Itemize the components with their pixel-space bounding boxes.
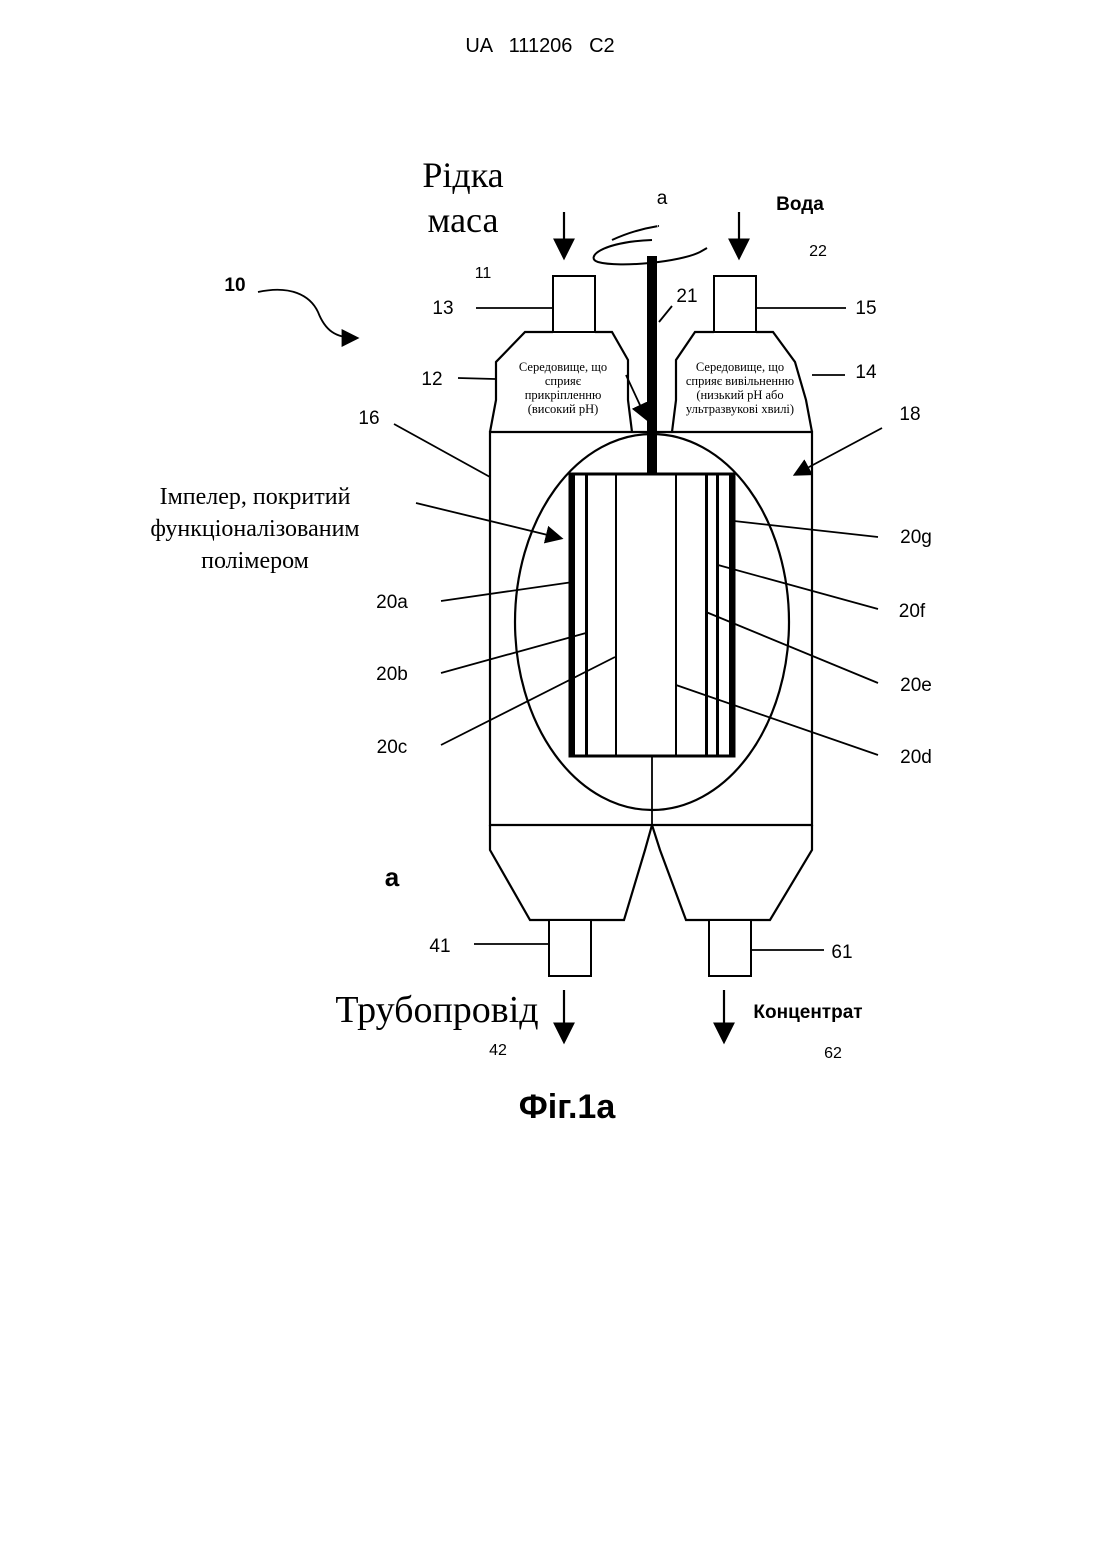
- svg-text:полімером: полімером: [201, 548, 309, 574]
- svg-text:ультразвукові хвилі): ультразвукові хвилі): [686, 402, 794, 416]
- ref-20a: 20a: [376, 592, 408, 613]
- impeller-label-arrow: [416, 503, 560, 538]
- svg-text:функціоналізованим: функціоналізованим: [150, 516, 359, 542]
- ref-20c: 20c: [377, 737, 408, 758]
- medium-right-text: Середовище, що сприяє вивільненню (низьк…: [686, 360, 794, 416]
- ref-20f: 20f: [899, 601, 926, 622]
- svg-text:прикріпленню: прикріпленню: [525, 388, 602, 402]
- outlet-pipe-right: [709, 920, 751, 976]
- ref-20f-leader: [718, 565, 878, 609]
- ref-10: 10: [224, 275, 245, 296]
- svg-text:сприяє: сприяє: [545, 374, 582, 388]
- ref-18-leader: [796, 428, 882, 474]
- ref-61: 61: [831, 942, 852, 963]
- ref-62: 62: [824, 1045, 842, 1062]
- rotation-arrow-top: [612, 226, 658, 240]
- hopper-bottom-right: [652, 825, 812, 920]
- impeller-box: [570, 474, 734, 756]
- hopper-bottom-left: [490, 825, 652, 920]
- ref-11: 11: [475, 265, 492, 282]
- svg-text:Середовище, що: Середовище, що: [696, 360, 784, 374]
- ref-18: 18: [899, 404, 920, 425]
- ref-20b-leader: [441, 633, 586, 673]
- ref-20g: 20g: [900, 527, 932, 548]
- inlet-left-label-2: маса: [428, 200, 499, 240]
- ref-42: 42: [489, 1042, 507, 1059]
- ref-20b: 20b: [376, 664, 408, 685]
- figure-caption: Фіг.1a: [519, 1088, 617, 1126]
- svg-text:(низький pH або: (низький pH або: [696, 388, 783, 402]
- svg-text:Середовище, що: Середовище, що: [519, 360, 607, 374]
- ref-20e: 20e: [900, 675, 932, 696]
- ref-12-leader: [458, 378, 495, 379]
- ref-14: 14: [855, 362, 877, 383]
- inlet-pipe-left: [553, 276, 595, 332]
- svg-text:(високий pH): (високий pH): [528, 402, 599, 416]
- ref-13: 13: [432, 298, 453, 319]
- inlet-right-label: Вода: [776, 194, 824, 215]
- ref-16-leader: [394, 424, 490, 477]
- ref-41: 41: [429, 936, 450, 957]
- hopper-left-outer: [490, 332, 553, 432]
- side-a-label: a: [385, 862, 400, 892]
- ref-20g-leader: [734, 521, 878, 537]
- outlet-pipe-left: [549, 920, 591, 976]
- svg-text:Імпелер, покритий: Імпелер, покритий: [160, 484, 351, 510]
- inlet-pipe-right: [714, 276, 756, 332]
- ref-22: 22: [809, 243, 827, 260]
- outlet-right-label: Концентрат: [753, 1002, 862, 1023]
- rotation-label: a: [657, 188, 668, 209]
- outlet-left-label: Трубопровід: [335, 989, 538, 1031]
- ref-20a-leader: [441, 582, 573, 601]
- document-id: UA 111206 C2: [465, 35, 614, 57]
- svg-text:сприяє вивільненню: сприяє вивільненню: [686, 374, 794, 388]
- inlet-left-label-1: Рідка: [422, 155, 503, 195]
- impeller-label: Імпелер, покритий функціоналізованим пол…: [150, 484, 359, 574]
- ref-15: 15: [855, 298, 876, 319]
- ref-21: 21: [676, 286, 697, 307]
- ref-10-leader: [258, 290, 356, 338]
- ref-12: 12: [421, 369, 442, 390]
- ref-16: 16: [358, 408, 379, 429]
- ref-20d: 20d: [900, 747, 932, 768]
- medium-left-text: Середовище, що сприяє прикріпленню (висо…: [519, 360, 607, 416]
- ref-21-leader: [659, 306, 672, 322]
- hopper-left-inner: [595, 332, 632, 432]
